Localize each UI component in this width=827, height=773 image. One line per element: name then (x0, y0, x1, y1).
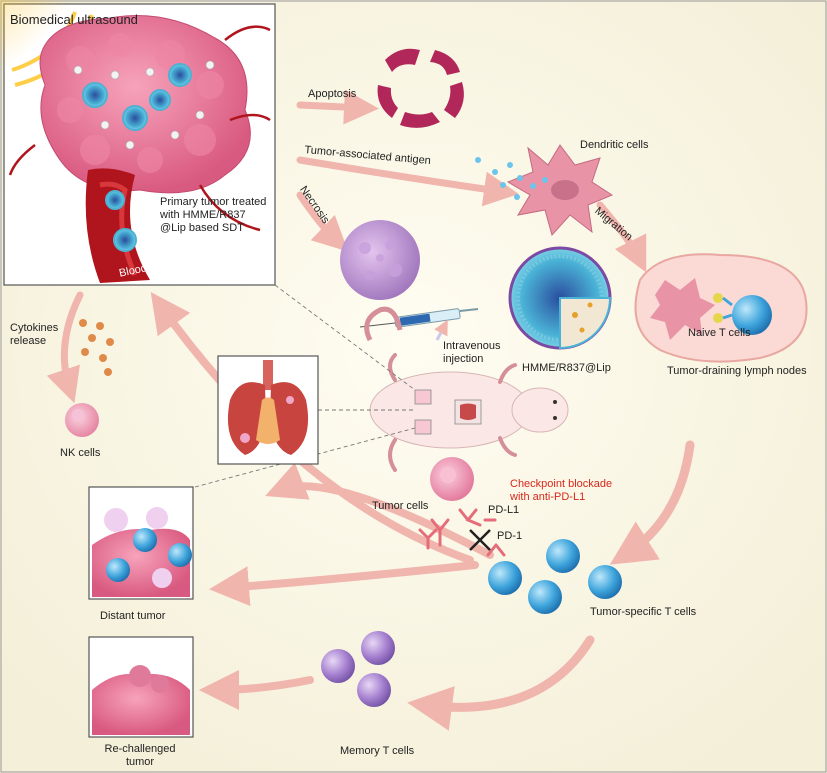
apoptotic-cell (377, 48, 464, 128)
label-checkpoint-blockade: Checkpoint blockade with anti-PD-L1 (510, 478, 613, 503)
label-tumor-specific-t-cells: Tumor-specific T cells (590, 606, 697, 618)
label-nk-cells: NK cells (60, 447, 101, 459)
label-distant-tumor: Distant tumor (100, 610, 166, 622)
nanoparticles-in-tumor (82, 63, 192, 252)
label-primary-tumor: Primary tumor treated with HMME/R837 @Li… (160, 196, 267, 234)
block-cross (469, 529, 491, 551)
syringe (359, 308, 479, 341)
nk-cell (65, 403, 99, 437)
lymph-node (634, 253, 808, 363)
tumor-specific-t-cells (488, 539, 622, 614)
lung-panel (217, 355, 319, 465)
label-pd-l1: PD-L1 (488, 504, 520, 516)
label-rechallenged-tumor: Re-challenged tumor (104, 743, 176, 768)
mouse (364, 306, 569, 472)
label-lymph-nodes: Tumor-draining lymph nodes (667, 365, 807, 377)
label-cytokines-release: Cytokines release (10, 322, 59, 347)
label-dendritic-cells: Dendritic cells (580, 139, 649, 151)
label-nanoparticle: HMME/R837@Lip (522, 362, 611, 374)
tumor-cell (430, 457, 474, 501)
cytokines (79, 319, 114, 376)
label-apoptosis: Apoptosis (308, 88, 357, 100)
label-naive-t-cells: Naive T cells (688, 327, 751, 339)
necrotic-cell (340, 220, 420, 300)
primary-tumor-panel (0, 0, 276, 286)
tumor-vessels (8, 25, 271, 232)
label-biomedical-ultrasound: Biomedical ultrasound (10, 12, 138, 27)
label-tumor-cells: Tumor cells (372, 500, 429, 512)
label-pd-1: PD-1 (497, 530, 523, 542)
label-memory-t-cells: Memory T cells (340, 745, 415, 757)
pd-l1-pd-1 (418, 508, 506, 557)
memory-t-cells (321, 631, 395, 707)
flow-arrows (46, 89, 695, 731)
blood-vessel (85, 168, 150, 283)
label-intravenous-injection: Intravenous injection (443, 340, 501, 365)
distant-tumor-panel (88, 486, 194, 600)
liposome-nanoparticle (508, 246, 612, 350)
dendritic-cell (475, 144, 614, 237)
rechallenged-tumor-panel (88, 636, 194, 738)
